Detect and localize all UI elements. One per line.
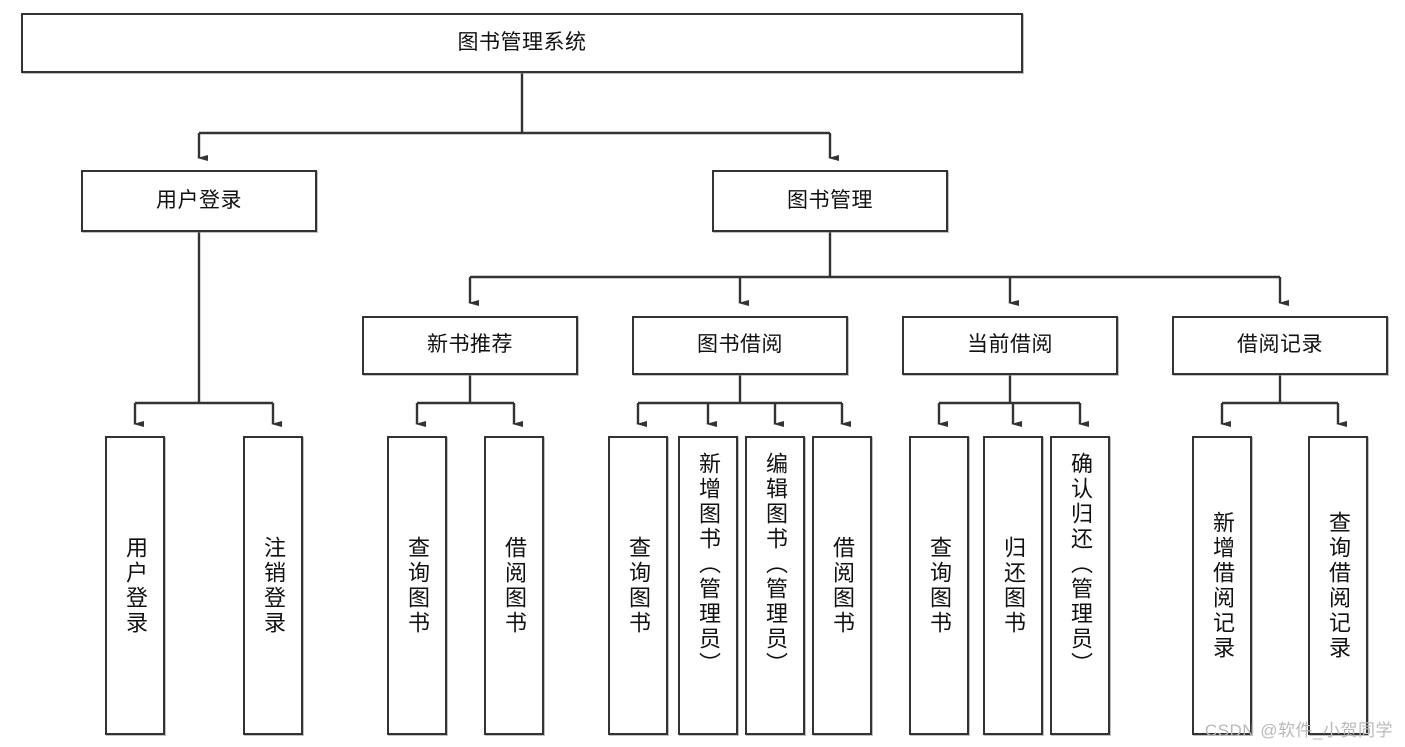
node-new-book-recommend[interactable]: 新书推荐 [362, 316, 578, 375]
node-label-leaf-return-book: 归还图书 [1001, 535, 1026, 636]
node-label-leaf-borrow-book-2: 借阅图书 [830, 535, 855, 636]
node-book-manage[interactable]: 图书管理 [712, 170, 948, 232]
node-label-new-book-recommend: 新书推荐 [427, 333, 513, 357]
node-label-leaf-query-book-2: 查询图书 [626, 535, 651, 636]
node-label-root: 图书管理系统 [457, 30, 587, 54]
node-leaf-add-record[interactable]: 新增借阅记录 [1192, 436, 1252, 735]
node-label-user-login: 用户登录 [156, 188, 242, 212]
node-label-leaf-add-record: 新增借阅记录 [1210, 510, 1235, 661]
node-book-borrow[interactable]: 图书借阅 [632, 316, 848, 375]
node-leaf-return-book[interactable]: 归还图书 [983, 436, 1043, 735]
node-label-leaf-query-book-3: 查询图书 [927, 535, 952, 636]
node-label-leaf-borrow-book-1: 借阅图书 [502, 535, 527, 636]
node-label-book-manage: 图书管理 [787, 188, 873, 212]
node-leaf-query-book-1[interactable]: 查询图书 [387, 436, 447, 735]
node-leaf-user-login[interactable]: 用户登录 [105, 436, 165, 735]
node-leaf-query-record[interactable]: 查询借阅记录 [1308, 436, 1368, 735]
node-label-leaf-user-login: 用户登录 [123, 535, 148, 636]
node-user-login[interactable]: 用户登录 [81, 170, 317, 232]
node-label-leaf-add-book: 新增图书（管理员） [696, 452, 721, 677]
node-leaf-query-book-3[interactable]: 查询图书 [909, 436, 969, 735]
node-leaf-borrow-book-1[interactable]: 借阅图书 [484, 436, 544, 735]
node-label-leaf-logout: 注销登录 [261, 535, 286, 636]
node-leaf-confirm-return[interactable]: 确认归还（管理员） [1050, 436, 1110, 735]
node-leaf-logout[interactable]: 注销登录 [243, 436, 303, 735]
node-leaf-borrow-book-2[interactable]: 借阅图书 [812, 436, 872, 735]
node-leaf-edit-book[interactable]: 编辑图书（管理员） [745, 436, 805, 735]
watermark-text: CSDN @软件_小贺同学 [1204, 721, 1393, 740]
node-current-borrow[interactable]: 当前借阅 [902, 316, 1118, 375]
node-borrow-record[interactable]: 借阅记录 [1172, 316, 1388, 375]
node-label-current-borrow: 当前借阅 [967, 333, 1053, 357]
node-root[interactable]: 图书管理系统 [21, 13, 1023, 73]
node-label-leaf-query-record: 查询借阅记录 [1326, 510, 1351, 661]
node-label-book-borrow: 图书借阅 [697, 333, 783, 357]
node-leaf-query-book-2[interactable]: 查询图书 [608, 436, 668, 735]
node-label-leaf-confirm-return: 确认归还（管理员） [1068, 452, 1093, 677]
node-leaf-add-book[interactable]: 新增图书（管理员） [678, 436, 738, 735]
node-label-leaf-edit-book: 编辑图书（管理员） [763, 452, 788, 677]
node-label-borrow-record: 借阅记录 [1237, 333, 1323, 357]
node-label-leaf-query-book-1: 查询图书 [405, 535, 430, 636]
